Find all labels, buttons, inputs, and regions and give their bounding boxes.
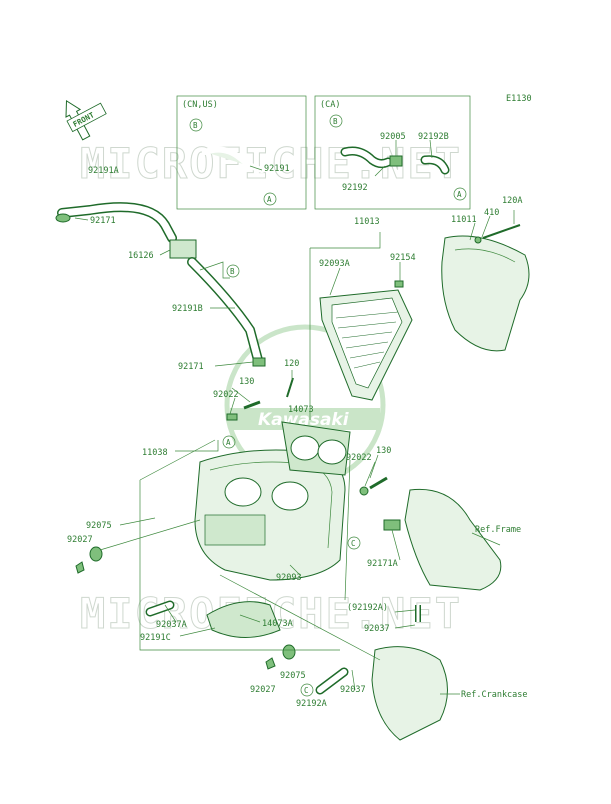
part-label: 14073	[288, 405, 314, 415]
part-label: 130	[239, 377, 254, 387]
part-label: 92191A	[88, 166, 119, 176]
part-label: 92171	[90, 216, 116, 226]
region-box-cn-us	[176, 95, 307, 210]
valve-92005	[389, 155, 403, 167]
part-label: 92027	[67, 535, 93, 545]
part-label: 120A	[502, 196, 522, 206]
svg-text:C: C	[351, 539, 356, 548]
part-label: 92093	[276, 573, 302, 583]
clamp-92171-b	[252, 357, 266, 367]
svg-text:A: A	[226, 438, 231, 447]
clamp-92171	[55, 213, 71, 223]
part-label: 92037	[340, 685, 366, 695]
connector-b-2: B	[329, 114, 343, 128]
svg-text:C: C	[304, 686, 309, 695]
connector-c-2: C	[300, 683, 314, 697]
valve-16126	[169, 239, 197, 259]
connector-a-2: A	[453, 187, 467, 201]
screw-92154	[394, 280, 404, 288]
bolt-130	[243, 400, 261, 410]
part-label: 11038	[142, 448, 168, 458]
kawasaki-logo: Kawasaki	[224, 324, 386, 486]
connector-a-3: A	[222, 435, 236, 449]
region-box-ca	[314, 95, 471, 210]
front-arrow-icon: FRONT	[65, 99, 107, 141]
part-label: 92154	[390, 253, 416, 263]
region-label-ca: (CA)	[320, 100, 340, 110]
part-label: 16126	[128, 251, 154, 261]
connector-c-1: C	[347, 536, 361, 550]
svg-text:B: B	[193, 121, 198, 130]
part-label: 92192B	[418, 132, 449, 142]
bolt-120	[286, 377, 294, 398]
part-label: 11013	[354, 217, 380, 227]
washer-92022-b	[359, 486, 369, 496]
region-label-cn-us: (CN,US)	[182, 100, 218, 110]
bolt-120a	[482, 224, 521, 239]
frame-ref-shape	[404, 488, 502, 591]
grommet-92075	[89, 546, 103, 562]
element-14073a	[206, 601, 281, 638]
part-label: 92191B	[172, 304, 203, 314]
svg-text:B: B	[230, 267, 235, 276]
clamp-92171a	[383, 519, 401, 531]
bolt-130-b	[369, 476, 388, 490]
part-label: 130	[376, 446, 391, 456]
part-label: 92075	[280, 671, 306, 681]
part-label: 120	[284, 359, 299, 369]
part-label: 92005	[380, 132, 406, 142]
part-label: 92037A	[156, 620, 187, 630]
washer-92022	[226, 413, 238, 421]
grommet-92075-b	[282, 644, 296, 660]
cover-11011	[441, 235, 530, 352]
washer-410	[474, 236, 482, 244]
part-label: 92171A	[367, 559, 398, 569]
part-label: 92191	[264, 164, 290, 174]
part-label: 92093A	[319, 259, 350, 269]
part-label: 92192A	[296, 699, 327, 709]
collar-92027-b	[265, 657, 276, 670]
diagram-code: E1130	[506, 94, 532, 104]
part-label: 11011	[451, 215, 477, 225]
part-label: 92191C	[140, 633, 171, 643]
part-label: 92171	[178, 362, 204, 372]
part-label: 92192	[342, 183, 368, 193]
ref-crankcase-label: Ref.Crankcase	[461, 690, 528, 700]
part-label: 92022	[213, 390, 239, 400]
part-label: 92027	[250, 685, 276, 695]
part-label: 92075	[86, 521, 112, 531]
connector-b-3: B	[226, 264, 240, 278]
crankcase-ref-shape	[371, 646, 448, 741]
svg-text:B: B	[333, 117, 338, 126]
part-label: (92192A)	[347, 603, 388, 613]
connector-a-1: A	[263, 192, 277, 206]
svg-text:A: A	[457, 190, 462, 199]
svg-text:Kawasaki: Kawasaki	[258, 410, 350, 430]
svg-text:A: A	[267, 195, 272, 204]
part-label: 92037	[364, 624, 390, 634]
part-label: 410	[484, 208, 499, 218]
collar-92027	[75, 561, 85, 574]
ref-frame-label: Ref.Frame	[475, 525, 521, 535]
part-label: 14073A	[262, 619, 293, 629]
connector-b-1: B	[189, 118, 203, 132]
part-label: 92022	[346, 453, 372, 463]
